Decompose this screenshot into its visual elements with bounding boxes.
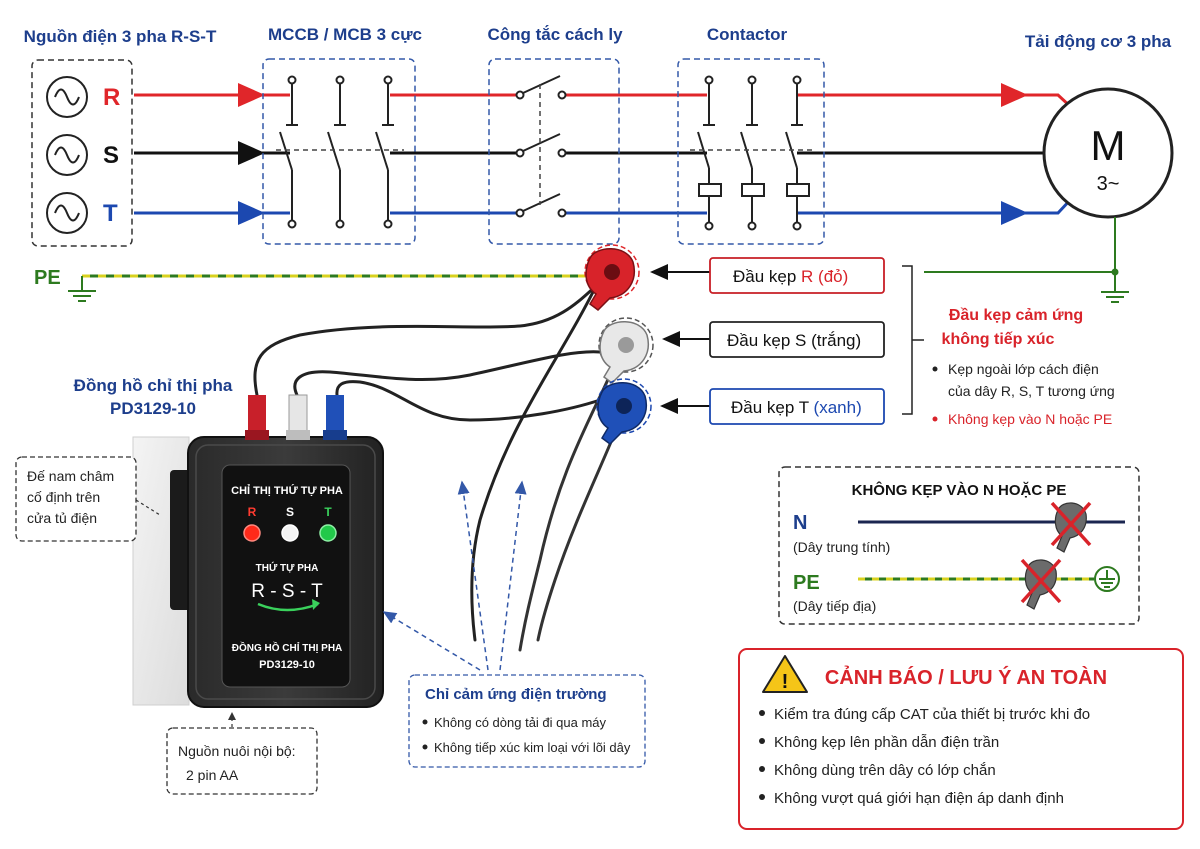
clamp-r-label-box xyxy=(709,257,885,294)
clamp-note-title-1: Đầu kẹp cảm ứng xyxy=(949,307,1083,324)
ac-source-s-icon xyxy=(46,134,88,176)
phase-r-line xyxy=(134,83,1074,110)
clamp-t-icon xyxy=(596,378,652,445)
field-arrows xyxy=(382,480,527,671)
pe-clamp-crossed-icon xyxy=(1020,558,1062,610)
motor-symbol: M xyxy=(1091,122,1126,169)
n-wire-label: N xyxy=(793,512,807,534)
power-note-box xyxy=(166,727,318,795)
clamp-t-label: Đầu kẹp T (xanh) xyxy=(731,398,862,417)
contactor-title: Contactor xyxy=(707,25,788,44)
led-r-icon xyxy=(243,524,261,542)
meter-footer-line2: PD3129-10 xyxy=(259,659,315,671)
phase-t-line xyxy=(134,196,1074,225)
warning-box xyxy=(738,648,1184,830)
pe-wire-desc: (Dây tiếp địa) xyxy=(793,598,876,614)
meter-panel-title: CHỈ THỊ THỨ TỰ PHA xyxy=(231,484,343,497)
phase-meter-device xyxy=(170,394,384,708)
clamp-note-bullet-2: Không kẹp vào N hoặc PE xyxy=(948,411,1112,427)
no-clamp-title: KHÔNG KẸP VÀO N HOẶC PE xyxy=(852,481,1067,499)
svg-text:!: ! xyxy=(782,671,789,693)
warning-item-2: Không kẹp lên phần dẫn điện trần xyxy=(774,734,999,751)
isolator-box xyxy=(488,58,620,245)
warning-icon: ! xyxy=(762,655,808,693)
power-note-line1: Nguồn nuôi nội bộ: xyxy=(178,743,296,759)
mccb-switch-t xyxy=(375,75,394,229)
n-clamp-crossed-icon xyxy=(1050,501,1092,553)
clamp-t-label-box xyxy=(709,388,885,425)
field-note-item-2: Không tiếp xúc kim loại với lõi dây xyxy=(434,740,631,755)
field-note-title: Chỉ cảm ứng điện trường xyxy=(425,686,607,703)
ac-source-r-icon xyxy=(46,76,88,118)
motor-icon xyxy=(1042,87,1174,219)
field-note-box xyxy=(408,674,646,768)
warning-item-4: Không vượt quá giới hạn điện áp danh địn… xyxy=(774,790,1064,807)
clamp-s-icon xyxy=(598,317,654,384)
phase-s-label: S xyxy=(103,142,119,169)
mccb-switch-s xyxy=(327,75,346,229)
phase-t-label: T xyxy=(103,200,118,227)
probe-cables xyxy=(253,280,620,652)
clamp-s-label: Đầu kẹp S (trắng) xyxy=(727,331,861,350)
meter-caption-line1: Đồng hồ chỉ thị pha xyxy=(74,376,233,395)
motor-title: Tải động cơ 3 pha xyxy=(1025,32,1172,51)
clamp-s-label-box xyxy=(709,321,885,358)
led-s-label: S xyxy=(286,505,294,519)
source-title: Nguồn điện 3 pha R-S-T xyxy=(24,27,217,46)
n-wire-desc: (Dây trung tính) xyxy=(793,539,890,555)
magnet-note-line1: Đế nam châm xyxy=(27,468,114,484)
motor-phase-text: 3~ xyxy=(1097,173,1120,195)
led-t-icon xyxy=(319,524,337,542)
earth-symbol-icon xyxy=(1094,566,1120,592)
led-t-label: T xyxy=(324,505,332,519)
pe-ground-icon xyxy=(68,290,96,302)
power-note-line2: 2 pin AA xyxy=(186,767,239,783)
mccb-box xyxy=(262,58,416,245)
phase-r-label: R xyxy=(103,84,120,111)
warning-item-3: Không dùng trên dây có lớp chắn xyxy=(774,762,996,779)
warning-title: CẢNH BÁO / LƯU Ý AN TOÀN xyxy=(825,665,1107,689)
ac-source-t-icon xyxy=(46,192,88,234)
contactor-pole-3 xyxy=(785,75,810,231)
isolator-title: Công tắc cách ly xyxy=(487,25,623,44)
magnet-note-line2: cố định trên xyxy=(27,489,100,505)
clamp-bracket xyxy=(902,265,924,415)
seq-title: THỨ TỰ PHA xyxy=(256,561,319,574)
source-box xyxy=(31,59,133,247)
clamp-note-bullet-1b: của dây R, S, T tương ứng xyxy=(948,383,1115,399)
led-s-icon xyxy=(281,524,299,542)
field-note-item-1: Không có dòng tải đi qua máy xyxy=(434,715,607,730)
clamp-r-icon xyxy=(584,244,640,311)
breaker-title: MCCB / MCB 3 cực xyxy=(268,25,422,44)
contactor-box xyxy=(677,58,825,245)
warning-item-1: Kiểm tra đúng cấp CAT của thiết bị trước… xyxy=(774,706,1090,723)
pe-wire-label: PE xyxy=(793,572,820,594)
motor-ground-icon xyxy=(1101,291,1129,303)
mccb-switch-r xyxy=(279,75,298,229)
seq-value: R - S - T xyxy=(251,581,323,602)
pe-label: PE xyxy=(34,267,61,289)
magnet-note-box xyxy=(15,456,137,542)
clamp-note-title-2: không tiếp xúc xyxy=(942,331,1055,348)
meter-footer-line1: ĐỒNG HỒ CHỈ THỊ PHA xyxy=(232,641,343,654)
led-r-label: R xyxy=(248,505,257,519)
clamp-note-bullet-1a: Kẹp ngoài lớp cách điện xyxy=(948,361,1099,377)
isolator-switches xyxy=(515,75,567,218)
meter-caption-line2: PD3129-10 xyxy=(110,399,196,418)
magnet-note-line3: cửa tủ điện xyxy=(27,510,97,526)
clamp-r-label: Đầu kẹp R (đỏ) xyxy=(733,267,848,286)
contactor-pole-2 xyxy=(740,75,765,231)
